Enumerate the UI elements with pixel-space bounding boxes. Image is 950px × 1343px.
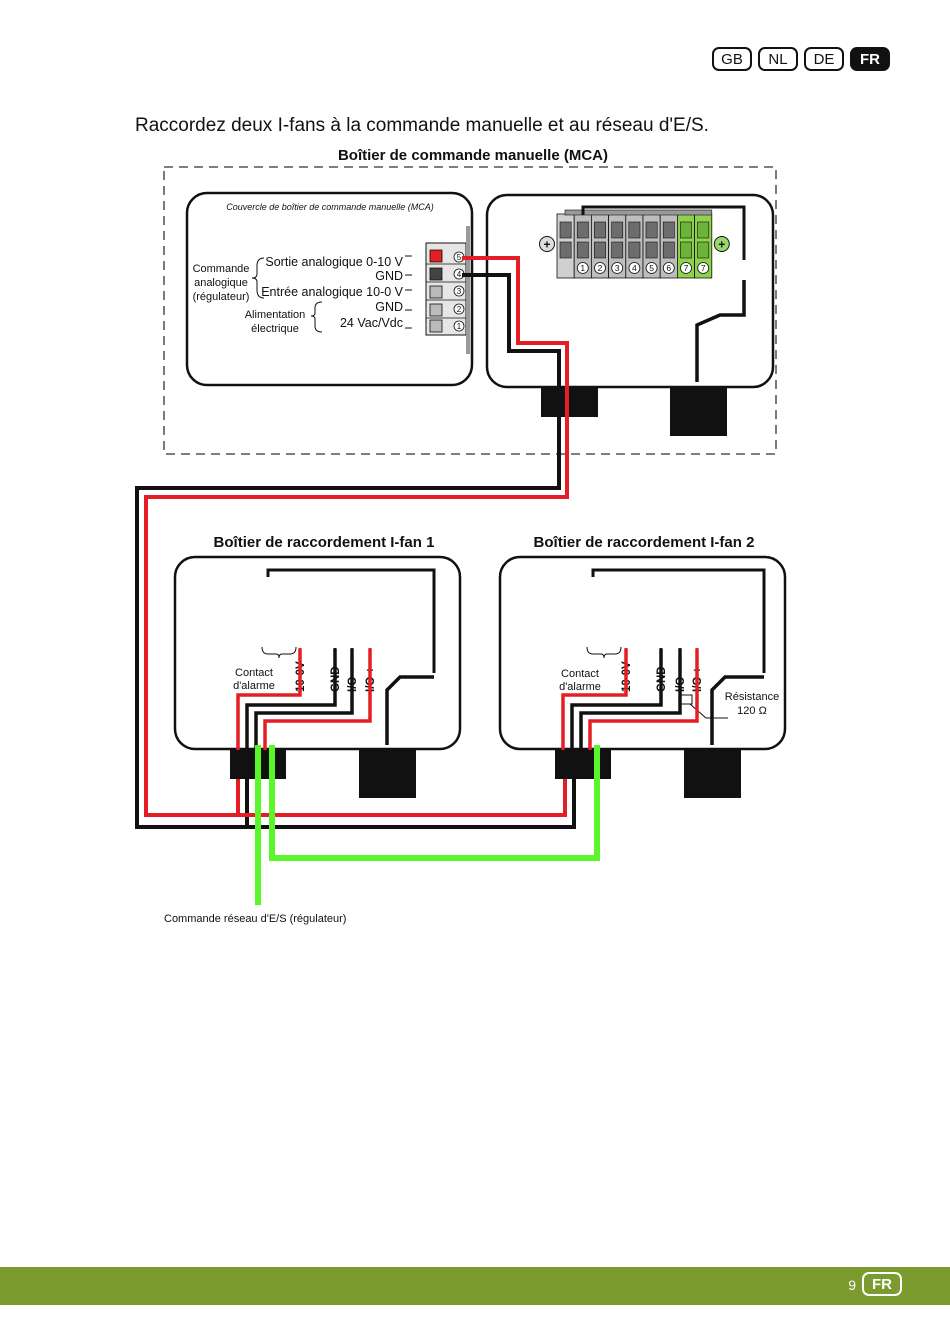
mca-terminal-strip: + +1 2 3 4 5 6 7 7: [539, 209, 730, 279]
power-supply-label-2: électrique: [251, 323, 299, 335]
mca-title: Boîtier de commande manuelle (MCA): [338, 147, 608, 164]
svg-text:d'alarme: d'alarme: [233, 680, 275, 692]
resistance-label-2: 120 Ω: [737, 705, 767, 717]
terminal-label-gnd-2: GND: [375, 300, 403, 314]
box1-cable-gland-right: [359, 749, 416, 798]
mca-internal-wire-gray: [581, 205, 746, 260]
box1-field-wires: [236, 649, 372, 750]
lang-tab-nl[interactable]: NL: [758, 47, 798, 71]
box2-cable-gland-left: [555, 749, 611, 779]
box2-cable-gland-right: [684, 749, 741, 798]
terminal-number: 2: [598, 263, 603, 273]
page-heading: Raccordez deux I-fans à la commande manu…: [135, 115, 709, 136]
terminal-number: 5: [649, 263, 654, 273]
analog-control-brace: [251, 257, 265, 299]
resistance-label-1: Résistance: [725, 691, 779, 703]
box2-field-wires: [561, 649, 699, 750]
mca-interconnect-cable: [135, 256, 576, 829]
io-network-cable: [255, 745, 600, 905]
page-number: 9: [848, 1277, 856, 1293]
terminal-number: 1: [580, 263, 585, 273]
language-tabs: GB NL DE FR: [712, 47, 890, 71]
power-supply-brace: [310, 301, 323, 333]
lang-tab-gb[interactable]: GB: [712, 47, 752, 71]
box1-internal-wire-black: [385, 675, 434, 745]
footer-lang-tab[interactable]: FR: [862, 1272, 902, 1296]
svg-text:d'alarme: d'alarme: [559, 681, 601, 693]
mca-terminal-number: 4: [457, 270, 462, 279]
box1-title: Boîtier de raccordement I-fan 1: [214, 534, 435, 551]
svg-text:Contact: Contact: [561, 668, 599, 680]
power-supply-label-1: Alimentation: [245, 309, 306, 321]
mca-terminal-number: 2: [457, 305, 462, 314]
terminal-number: 7: [684, 263, 689, 273]
mca-internal-wire-black: [695, 280, 746, 382]
mca-dashed-outline: [163, 166, 777, 455]
terminal-number: 4: [632, 263, 637, 273]
terminal-number: 3: [615, 263, 620, 273]
box2-internal-wire-gray: [591, 568, 766, 673]
svg-text:Contact: Contact: [235, 667, 273, 679]
terminal-number: 7: [701, 263, 706, 273]
lang-tab-de[interactable]: DE: [804, 47, 844, 71]
network-control-label: Commande réseau d'E/S (régulateur): [164, 913, 346, 925]
lang-tab-fr[interactable]: FR: [850, 47, 890, 71]
box2-title: Boîtier de raccordement I-fan 2: [534, 534, 755, 551]
box1-internal-wire-gray: [266, 568, 436, 673]
svg-text:+: +: [543, 238, 550, 252]
analog-control-label-2: analogique: [194, 277, 248, 289]
mca-cover: [185, 191, 474, 387]
page-footer: 9 FR: [0, 1267, 950, 1305]
box1-alarm-label: Contact d'alarme: [233, 646, 297, 692]
box2-alarm-label: Contact d'alarme: [559, 646, 622, 693]
terminal-label-analog-in: Entrée analogique 10-0 V: [261, 285, 403, 299]
analog-control-label-1: Commande: [193, 263, 250, 275]
terminal-leader-lines: [405, 255, 412, 329]
mca-terminal-number: 1: [457, 322, 462, 331]
terminal-label-analog-out: Sortie analogique 0-10 V: [265, 255, 403, 269]
terminal-label-gnd-1: GND: [375, 269, 403, 283]
resistor-120-ohm: [679, 694, 693, 705]
mca-cable-gland-left: [541, 387, 598, 417]
analog-control-label-3: (régulateur): [193, 291, 250, 303]
svg-text:+: +: [718, 238, 725, 252]
mca-cover-label: Couvercle de boîtier de commande manuell…: [226, 202, 434, 212]
mca-terminal-number: 3: [457, 287, 462, 296]
mca-terminal-block: 5 4 3 2 1: [425, 226, 470, 354]
mca-terminal-number: 5: [457, 253, 462, 262]
mca-cable-gland-right: [670, 387, 727, 436]
terminal-label-24v: 24 Vac/Vdc: [340, 316, 403, 330]
terminal-number: 6: [666, 263, 671, 273]
